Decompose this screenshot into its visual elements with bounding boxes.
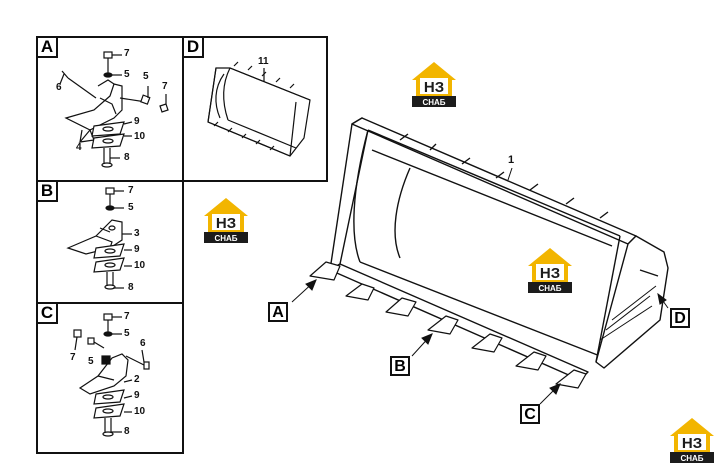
panel-b-label-3: 3 [134, 228, 140, 239]
callout-c: C [520, 404, 540, 424]
panel-b-letter: B [38, 182, 58, 202]
panel-a-label-9: 9 [134, 116, 140, 127]
logo-2-top: НЗ [216, 215, 236, 232]
panel-a-label-7-top: 7 [124, 48, 130, 59]
logo-4-bottom: СНАБ [680, 454, 703, 463]
panel-c-label-8: 8 [124, 426, 130, 437]
logo-4-top: НЗ [682, 435, 702, 452]
panel-c-label-2: 2 [134, 374, 140, 385]
logo-2-bottom: СНАБ [214, 234, 237, 243]
panel-b-drawing [66, 187, 132, 290]
logo-3-top: НЗ [540, 265, 560, 282]
callout-a: A [268, 302, 288, 322]
panel-a-label-7-side: 7 [162, 81, 168, 92]
panel-a-label-8: 8 [124, 152, 130, 163]
panel-b-label-8: 8 [128, 282, 134, 293]
panel-b-label-7: 7 [128, 185, 134, 196]
panel-c-label-7-top: 7 [124, 311, 130, 322]
panel-c-label-7-side: 7 [70, 352, 76, 363]
main-part-label-1: 1 [508, 154, 515, 166]
panel-c-drawing [73, 313, 150, 437]
watermark-logo-2: НЗ СНАБ [200, 194, 252, 244]
detail-panel-b: B 7 5 [36, 180, 184, 304]
watermark-logo-1: НЗ СНАБ [408, 58, 460, 108]
callout-b: B [390, 356, 410, 376]
panel-c-label-5-top: 5 [124, 328, 130, 339]
watermark-logo-4: НЗ СНАБ [666, 414, 718, 464]
panel-c-label-9: 9 [134, 390, 140, 401]
panel-a-label-5-top: 5 [124, 69, 130, 80]
detail-panel-d: D 11 [182, 36, 328, 182]
panel-a-label-5-side: 5 [143, 71, 149, 82]
panel-a-label-10: 10 [134, 131, 146, 142]
panel-d-drawing [207, 61, 311, 157]
panel-d-letter: D [184, 38, 204, 58]
panel-c-label-5-side: 5 [88, 356, 94, 367]
logo-1-bottom: СНАБ [422, 98, 445, 107]
detail-panel-c: C [36, 302, 184, 454]
callout-d: D [670, 308, 690, 328]
watermark-logo-3: НЗ СНАБ [524, 244, 576, 294]
panel-c-label-10: 10 [134, 406, 146, 417]
panel-b-label-5: 5 [128, 202, 134, 213]
logo-3-bottom: СНАБ [538, 284, 561, 293]
panel-c-label-6: 6 [140, 338, 146, 349]
panel-b-label-10: 10 [134, 260, 146, 271]
panel-a-drawing [59, 51, 169, 168]
panel-b-label-9: 9 [134, 244, 140, 255]
panel-a-label-6: 6 [56, 82, 62, 93]
panel-c-letter: C [38, 304, 58, 324]
panel-d-label-11: 11 [258, 56, 269, 67]
logo-1-top: НЗ [424, 79, 444, 96]
detail-panel-a: A [36, 36, 184, 182]
panel-a-letter: A [38, 38, 58, 58]
panel-a-label-4: 4 [76, 142, 82, 153]
